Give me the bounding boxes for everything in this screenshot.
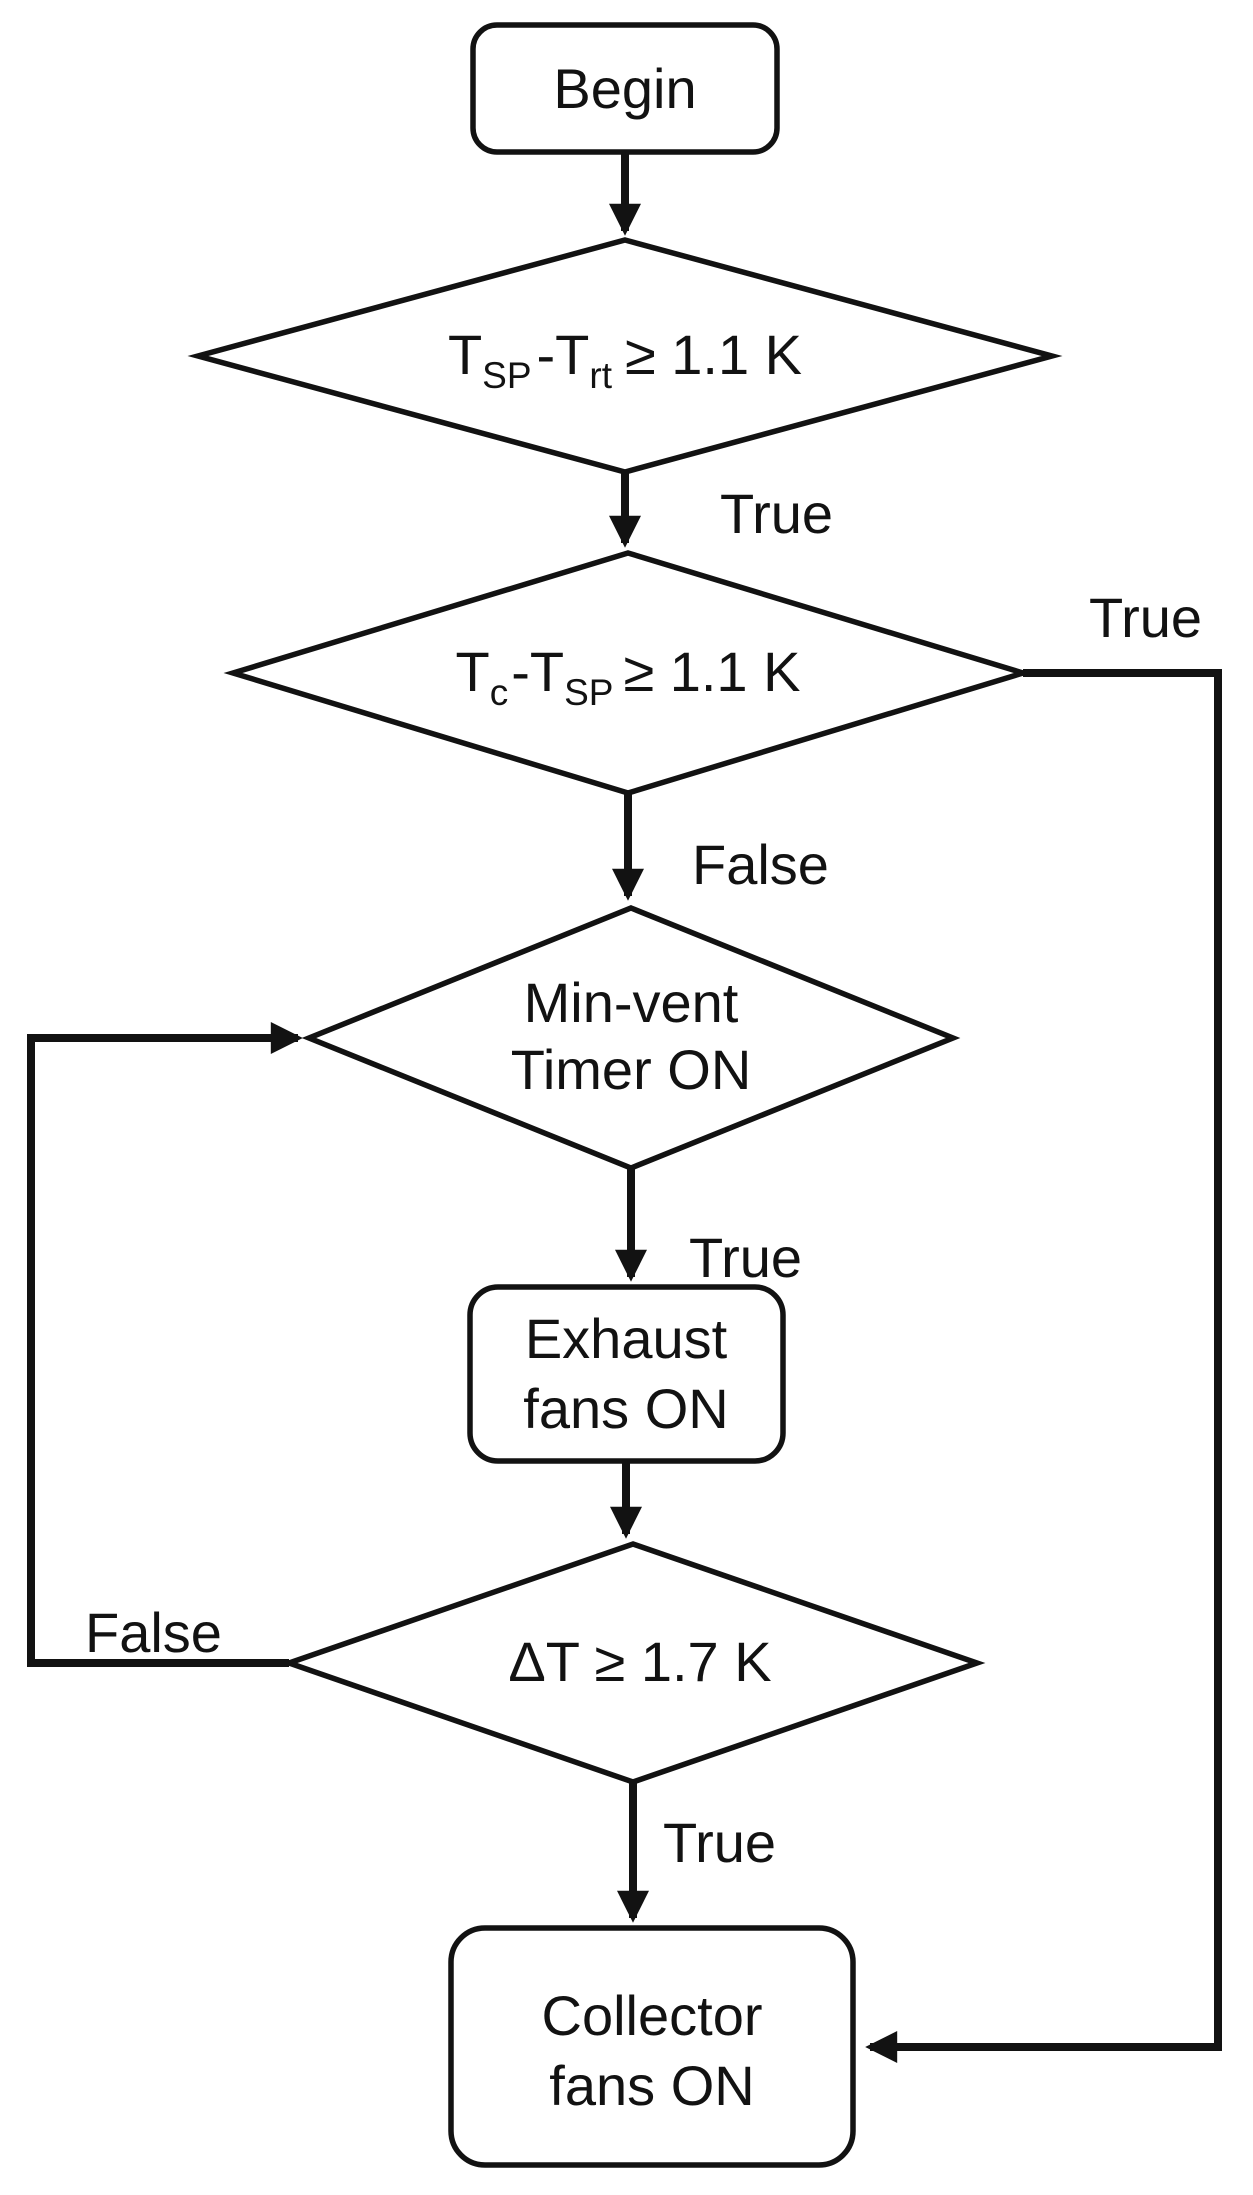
begin-label: Begin bbox=[553, 57, 696, 120]
decision1-diamond-shape bbox=[187, 237, 1063, 475]
exhaust-process-shape bbox=[467, 1284, 786, 1464]
decision2-diamond-shape bbox=[223, 550, 1033, 796]
collector-process-shape bbox=[448, 1925, 856, 2168]
edge-decision4-false-to-decision3 bbox=[27, 1022, 303, 1667]
exhaust-label-line2: fans ON bbox=[523, 1377, 728, 1440]
node-decision-min-vent: Min-vent Timer ON bbox=[301, 905, 961, 1171]
collector-label-line2: fans ON bbox=[549, 2054, 754, 2117]
node-begin: Begin bbox=[470, 22, 780, 155]
begin-terminator-shape bbox=[470, 22, 780, 155]
decision1-label: TSP-Trt≥ 1.1 K bbox=[448, 323, 802, 396]
edge-label-decision2-false: False bbox=[692, 833, 829, 896]
decision4-label: ΔT ≥ 1.7 K bbox=[508, 1630, 771, 1693]
edges bbox=[27, 152, 1222, 2063]
decision2-label: Tc-TSP≥ 1.1 K bbox=[456, 640, 801, 713]
node-process-exhaust: Exhaust fans ON bbox=[467, 1284, 786, 1464]
edge-label-decision4-false: False bbox=[85, 1601, 222, 1664]
edge-label-decision2-true: True bbox=[1089, 586, 1202, 649]
node-process-collector: Collector fans ON bbox=[448, 1925, 856, 2168]
edge-label-decision1-true: True bbox=[720, 482, 833, 545]
decision3-label-line1: Min-vent bbox=[524, 971, 739, 1034]
exhaust-label-line1: Exhaust bbox=[525, 1307, 728, 1370]
edge-labels: True True False True False True bbox=[85, 482, 1202, 1874]
collector-label-line1: Collector bbox=[542, 1984, 763, 2047]
edge-label-decision3-true: True bbox=[689, 1226, 802, 1289]
decision3-diamond-shape bbox=[301, 905, 961, 1171]
edge-label-decision4-true: True bbox=[663, 1811, 776, 1874]
decision3-label-line2: Timer ON bbox=[511, 1038, 752, 1101]
node-decision-tc-tsp: Tc-TSP≥ 1.1 K bbox=[223, 550, 1033, 796]
node-decision-tsp-trt: TSP-Trt≥ 1.1 K bbox=[187, 237, 1063, 475]
edge-decision2-true-to-collector bbox=[865, 669, 1222, 2063]
decision4-diamond-shape bbox=[280, 1541, 986, 1785]
node-decision-delta-t: ΔT ≥ 1.7 K bbox=[280, 1541, 986, 1785]
